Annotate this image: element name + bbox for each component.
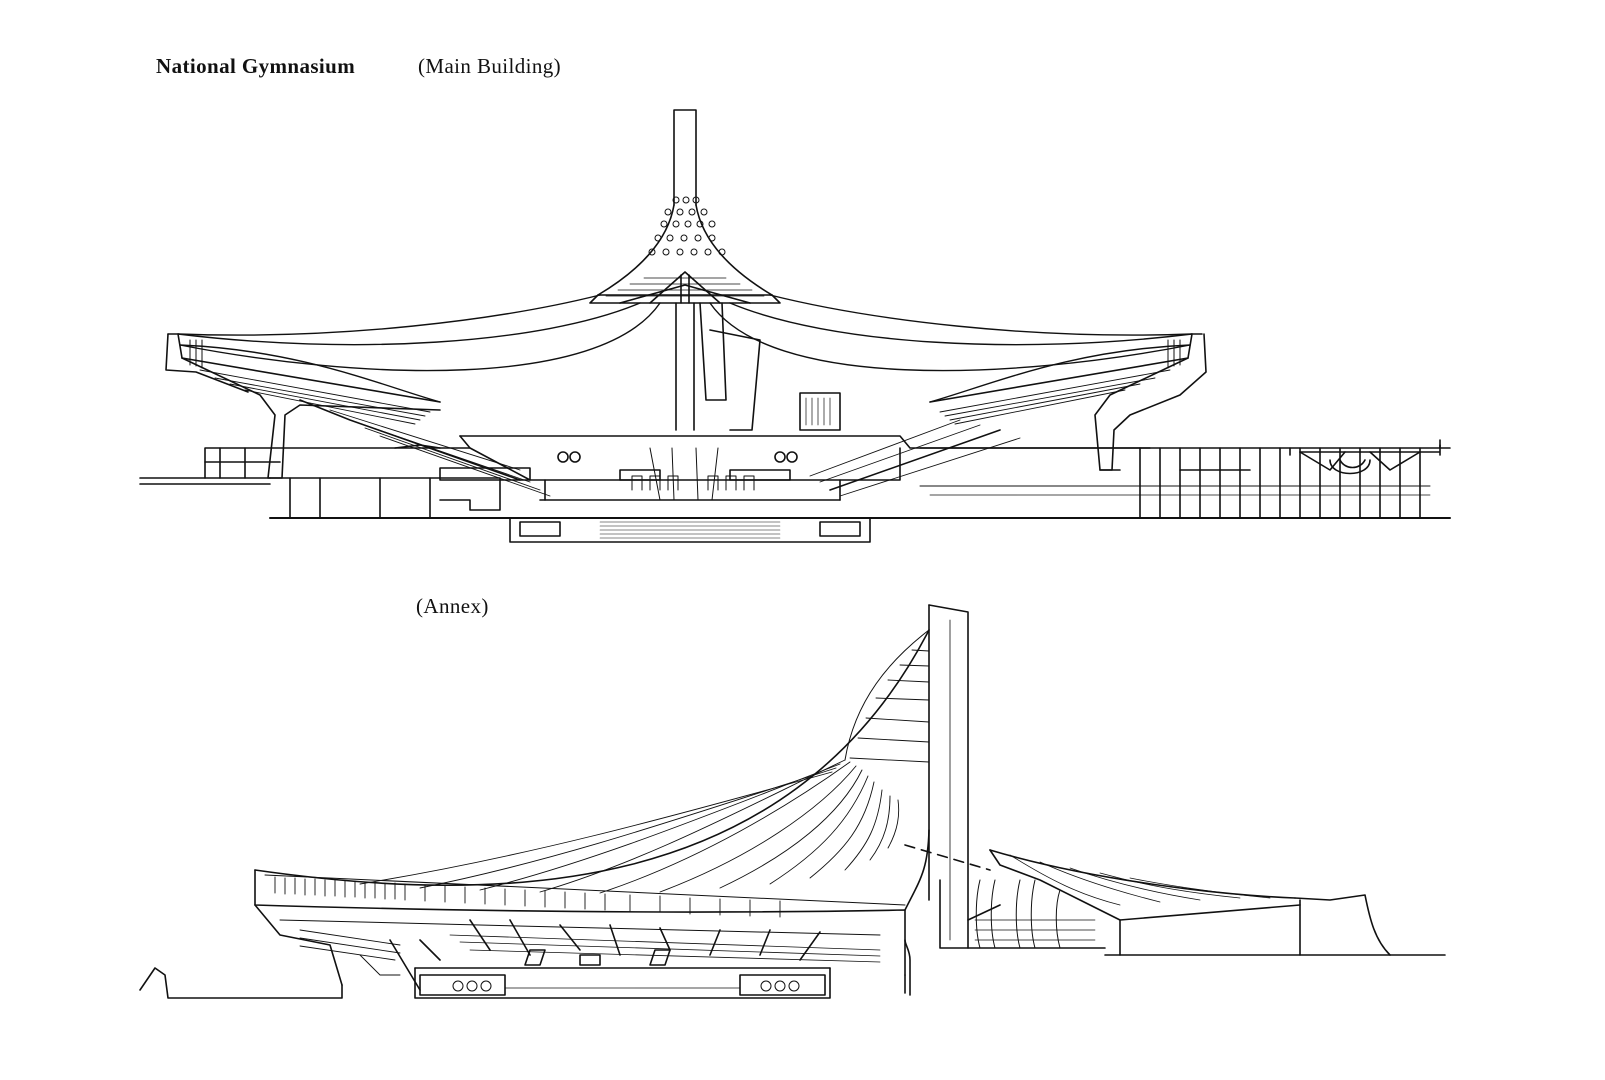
annex-label: (Annex)	[416, 594, 489, 618]
main-building-section-icon	[140, 110, 1450, 542]
annex-roof-shell	[255, 630, 929, 975]
main-right-wing	[800, 393, 1450, 518]
main-building-label: (Main Building)	[418, 54, 562, 78]
annex-ground	[140, 955, 1445, 998]
main-left-stand	[166, 334, 550, 496]
annex-stands	[255, 905, 880, 990]
main-tower	[590, 110, 780, 430]
main-ground-line-left	[140, 478, 270, 484]
main-roof-cables	[178, 295, 1192, 402]
annex-connector	[905, 845, 1390, 955]
main-right-stand	[810, 334, 1206, 496]
drawing-title: National Gymnasium	[156, 54, 356, 78]
annex-section-icon	[140, 605, 1445, 998]
annex-arena	[415, 968, 830, 998]
annex-tower	[905, 605, 968, 995]
main-arena	[205, 436, 1150, 542]
